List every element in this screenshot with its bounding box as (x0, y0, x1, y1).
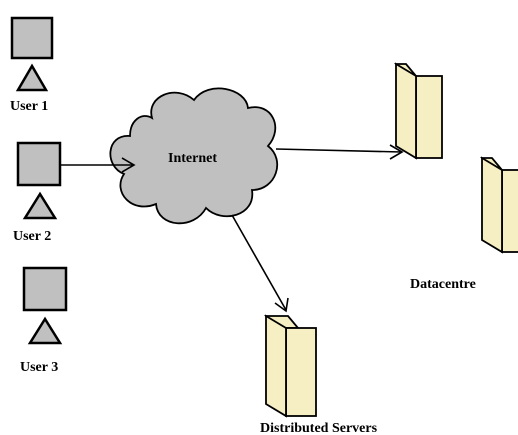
user-2-label: User 2 (13, 229, 51, 244)
internet-node: Internet (109, 87, 279, 225)
internet-label: Internet (168, 151, 217, 166)
user-1-monitor (10, 16, 54, 60)
datacentre-server-2 (480, 156, 518, 254)
user-1-stand (15, 63, 49, 92)
datacentre-server-1-front (415, 75, 443, 159)
user-2-node: User 2 (13, 141, 62, 244)
user-3-node: User 3 (20, 266, 68, 375)
datacentre-server-1-side (395, 62, 417, 160)
connector-internet-datacentre (275, 148, 403, 153)
distributed-server-front (285, 327, 317, 417)
user-3-label: User 3 (20, 360, 58, 375)
arrowhead-internet (121, 157, 136, 173)
datacentre-server-2-side (481, 156, 503, 254)
arrowhead-datacentre (389, 144, 404, 160)
connector-internet-servers (231, 214, 287, 311)
datacentre-server-2-front (501, 169, 518, 253)
distributed-servers-label: Distributed Servers (260, 421, 378, 435)
user-3-stand (27, 316, 63, 345)
datacentre-label: Datacentre (410, 277, 476, 292)
distributed-server-side (265, 314, 287, 418)
internet-cloud (109, 87, 279, 225)
user-1-label: User 1 (10, 99, 48, 114)
user-3-monitor (22, 266, 68, 312)
user-2-monitor (16, 141, 62, 187)
datacentre-server-1 (394, 62, 443, 160)
connectors (60, 144, 404, 313)
arrowhead-servers (274, 297, 289, 313)
user-2-stand (22, 191, 58, 220)
user-1-node: User 1 (10, 16, 54, 114)
distributed-server (264, 314, 317, 418)
